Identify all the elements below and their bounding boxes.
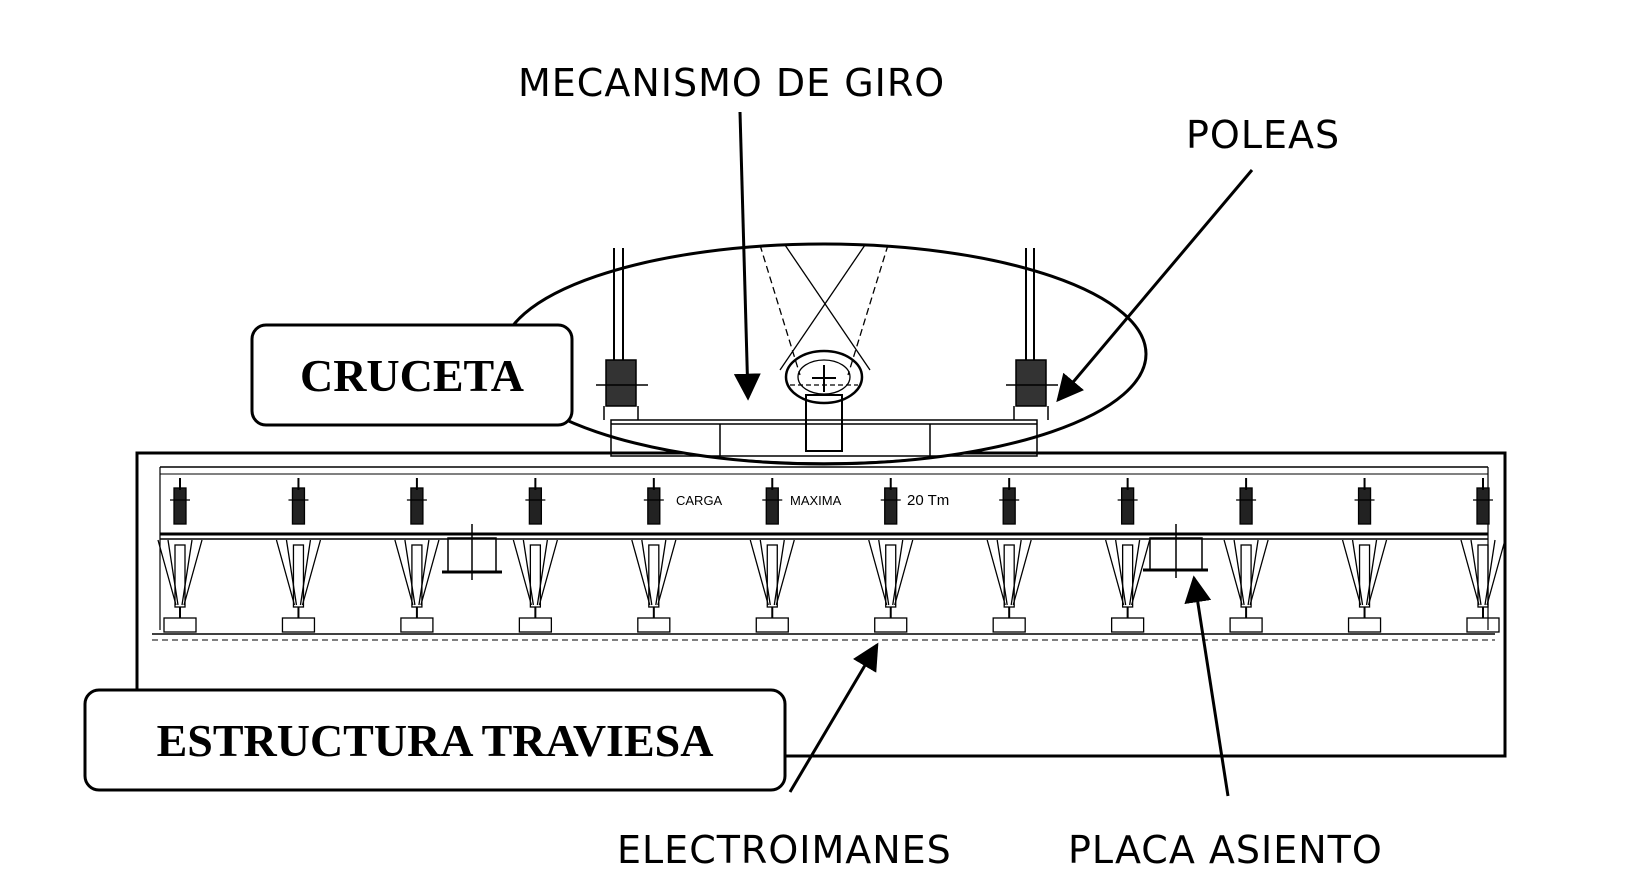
- placa-arrow: [1184, 575, 1230, 797]
- electromagnet-row: [157, 478, 1506, 633]
- beam-load-value: 20 Tm: [907, 492, 949, 509]
- seat-plate-left: [442, 524, 502, 580]
- electromagnet: [1341, 478, 1388, 633]
- rotation-mechanism: [759, 244, 889, 452]
- electroimanes-arrow: [788, 642, 879, 793]
- electromagnet: [986, 478, 1032, 633]
- pulley-right: [1006, 359, 1058, 420]
- electroimanes-label: ELECTROIMANES: [617, 828, 952, 872]
- electromagnet: [512, 478, 558, 633]
- electromagnet: [1105, 478, 1151, 633]
- beam-load-label: CARGA: [676, 493, 723, 508]
- estructura-label-box: [83, 688, 787, 792]
- placa-label: PLACA ASIENTO: [1068, 828, 1383, 872]
- electromagnet: [1223, 478, 1269, 633]
- estructura-label: ESTRUCTURA TRAVIESA: [157, 715, 714, 766]
- hoist-ropes: [613, 248, 1035, 360]
- electromagnet: [1460, 478, 1506, 633]
- poleas-label: POLEAS: [1186, 113, 1340, 157]
- electromagnet: [394, 478, 440, 633]
- cruceta-label: CRUCETA: [300, 350, 524, 401]
- seat-plate-right: [1143, 524, 1208, 578]
- electromagnet: [749, 478, 795, 633]
- cruceta-ellipse: [500, 242, 1148, 466]
- cruceta-beam: [610, 419, 1038, 464]
- electromagnet: [275, 478, 322, 633]
- poleas-arrow: [1056, 169, 1254, 403]
- mecanismo-label: MECANISMO DE GIRO: [518, 61, 945, 105]
- mecanismo-arrow: [733, 111, 761, 401]
- pulley-left: [596, 359, 648, 420]
- beam-load-maxima: MAXIMA: [790, 493, 842, 508]
- electromagnet: [868, 478, 914, 633]
- electromagnet: [631, 478, 677, 633]
- cruceta-label-box: [250, 323, 574, 427]
- electromagnet: [157, 478, 203, 633]
